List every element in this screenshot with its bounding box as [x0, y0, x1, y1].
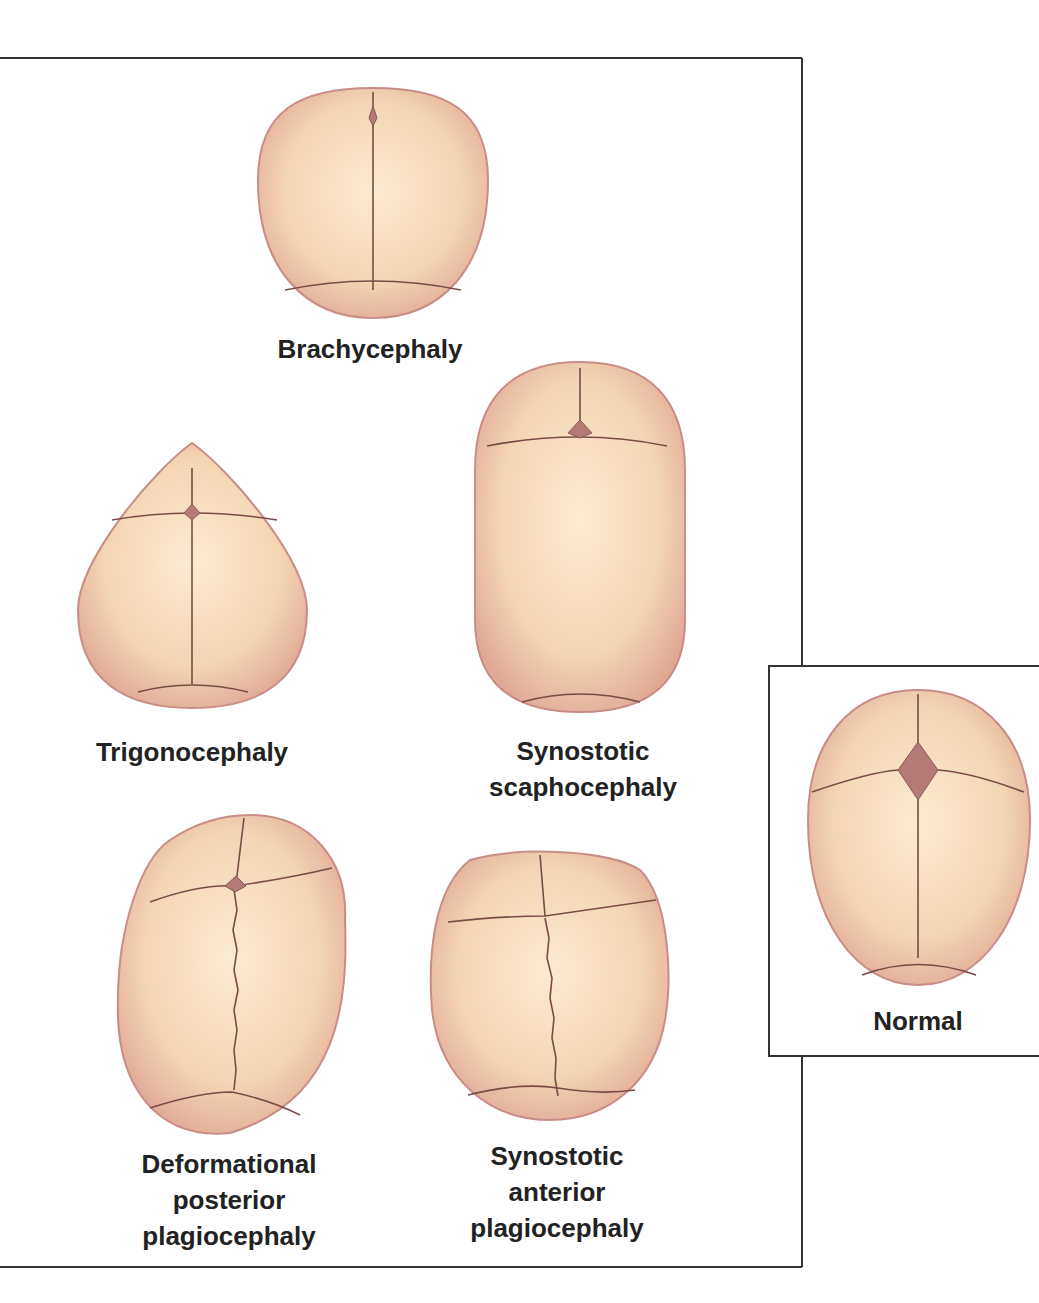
box-label: Normal — [770, 1005, 1039, 1037]
skull-caption: Trigonocephaly — [62, 734, 322, 770]
skull-caption: Brachycephaly — [240, 331, 500, 367]
anterior-plagiocephaly-skull — [431, 852, 669, 1120]
fontanelles — [184, 106, 938, 892]
trigonocephaly-skull — [78, 443, 307, 708]
skull-caption: Deformational posterior plagiocephaly — [114, 1146, 344, 1254]
sutures — [112, 92, 1024, 1115]
panel-frame — [0, 58, 802, 1267]
skull-caption: Synostotic scaphocephaly — [463, 733, 703, 805]
brachycephaly-skull — [258, 88, 488, 318]
normal-skull — [808, 690, 1030, 985]
skull-caption: Synostotic anterior plagiocephaly — [450, 1138, 665, 1246]
posterior-plagiocephaly-skull — [118, 815, 346, 1134]
scaphocephaly-skull — [475, 362, 685, 712]
normal-inset-box: Normal — [768, 665, 1039, 1057]
